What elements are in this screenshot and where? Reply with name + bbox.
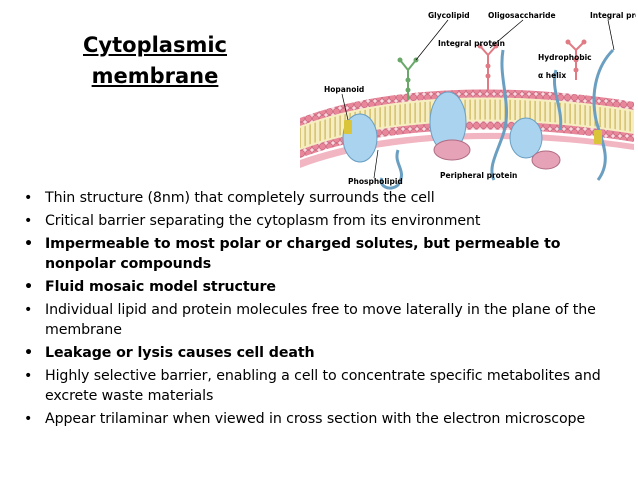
bullet-item: •Thin structure (8nm) that completely su… [24,190,435,206]
title-line-1: Cytoplasmic [83,33,227,57]
oligosaccharide-chain [479,41,585,90]
alpha-helix [553,69,563,131]
label-integral-protein-top: Integral protein [590,11,636,20]
bullet-item: •Leakage or lysis causes cell death [24,345,315,361]
label-peripheral-protein: Peripheral protein [440,171,517,180]
bullet-item: •Appear trilaminar when viewed in cross … [24,411,586,427]
label-glycolipid: Glycolipid [428,11,470,20]
title-line-2: membrane [91,64,219,88]
bullet-text: Appear trilaminar when viewed in cross s… [45,411,586,427]
bullet-text: Individual lipid and protein molecules f… [45,302,596,338]
protein-strand-2 [490,49,508,181]
peripheral-protein-right [531,150,561,170]
slide-title: Cytoplasmic membrane [60,30,250,92]
label-alpha-helix: α helix [538,71,566,80]
bullet-item: •Fluid mosaic model structure [24,279,276,295]
bullet-item: •Impermeable to most polar or charged so… [24,236,561,272]
label-phospholipid: Phospholipid [348,177,403,186]
protein-strand-1 [379,149,404,190]
bullet-text: Thin structure (8nm) that completely sur… [45,190,435,206]
membrane-diagram: Glycolipid Oligosaccharide Integral prot… [300,11,636,190]
bullet-text: Leakage or lysis causes cell death [45,345,315,361]
bullet-item: •Critical barrier separating the cytopla… [24,213,481,229]
bullet-item: •Highly selective barrier, enabling a ce… [24,368,601,404]
bullet-text: Critical barrier separating the cytoplas… [45,213,481,229]
lipid-bilayer [300,89,634,168]
bullet-list: •Thin structure (8nm) that completely su… [22,188,632,432]
bullet-text: Impermeable to most polar or charged sol… [45,236,561,272]
bullet-text: Highly selective barrier, enabling a cel… [45,368,601,404]
peripheral-protein [433,139,471,161]
integral-protein-right [509,117,543,159]
label-hydrophobic: Hydrophobic [538,53,592,62]
label-oligosaccharide: Oligosaccharide [488,11,556,20]
label-hopanoid: Hopanoid [324,85,364,94]
bullet-text: Fluid mosaic model structure [45,279,276,295]
bullet-item: •Individual lipid and protein molecules … [24,302,596,338]
protein-strand-3 [592,48,615,181]
label-integral-protein-mid: Integral protein [438,39,505,48]
hopanoid [344,120,602,144]
